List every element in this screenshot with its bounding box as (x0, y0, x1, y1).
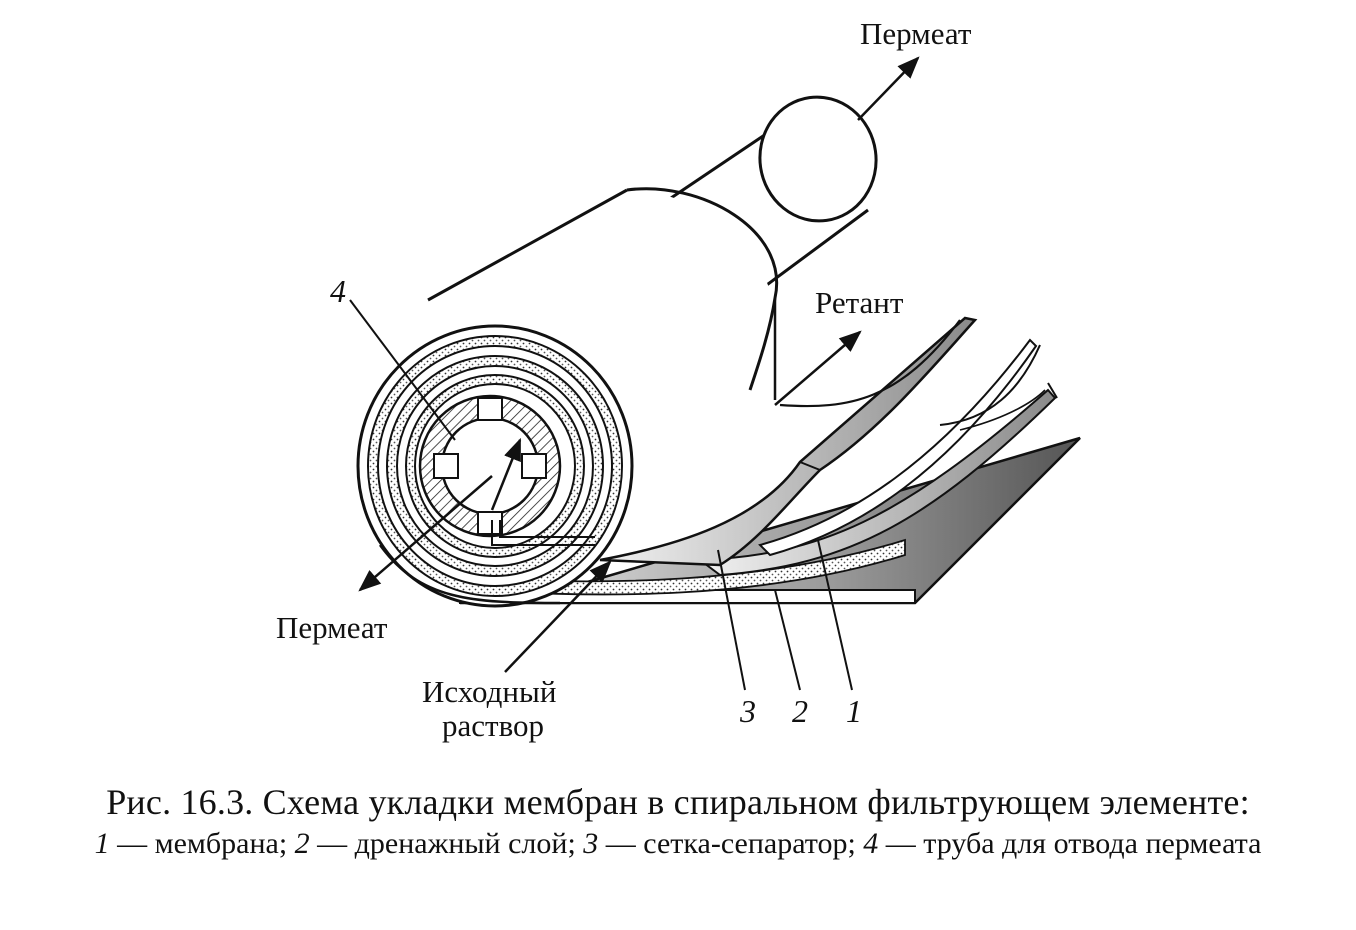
label-feed-line1: Исходный (422, 674, 556, 709)
caption-legend-text: — труба для отвода пермеата (878, 827, 1262, 860)
caption-legend-text: — мембрана; (109, 827, 295, 860)
caption-legend-item: 1 — мембрана; (95, 827, 295, 860)
flow-arrows (358, 56, 920, 673)
label-feed-line2: раствор (442, 708, 544, 743)
caption-legend-number: 1 (94, 827, 110, 860)
figure-caption: Рис. 16.3. Схема укладки мембран в спира… (0, 780, 1356, 864)
label-permeate-top: Пермеат (860, 16, 972, 51)
roll-cross-section (356, 324, 634, 608)
caption-legend-item: 2 — дренажный слой; (295, 827, 584, 860)
caption-legend-number: 4 (863, 827, 879, 860)
caption-legend-item: 3 — сетка-сепаратор; (583, 827, 863, 860)
permeate-tube (418, 394, 562, 538)
caption-legend-text: — сетка-сепаратор; (598, 827, 864, 860)
retentate-arrow (774, 330, 862, 406)
caption-legend-number: 3 (583, 827, 599, 860)
feed-arrow (504, 560, 612, 673)
label-number-4: 4 (330, 273, 346, 309)
caption-title: Рис. 16.3. Схема укладки мембран в спира… (106, 782, 1250, 822)
permeate-bottom-arrow (358, 475, 493, 592)
leader-4 (349, 299, 456, 441)
permeate-center-arrow (490, 437, 522, 511)
caption-legend: 1 — мембрана; 2 — дренажный слой; 3 — се… (0, 824, 1356, 864)
leader-lines (349, 299, 853, 691)
leader-2 (774, 589, 801, 691)
permeate-out-arrow (857, 56, 920, 121)
caption-legend-item: 4 — труба для отвода пермеата (863, 827, 1261, 860)
label-number-2: 2 (792, 693, 808, 729)
label-retentate: Ретант (815, 285, 904, 320)
label-permeate-bottom: Пермеат (276, 610, 388, 645)
central-tube-back (667, 95, 878, 292)
spiral-membrane-diagram: Пермеат Ретант Пермеат Исходный раствор … (276, 16, 1081, 743)
leader-3 (717, 549, 746, 691)
leader-1 (817, 539, 853, 691)
caption-legend-number: 2 (294, 827, 310, 860)
caption-legend-text: — дренажный слой; (309, 827, 584, 860)
label-number-3: 3 (739, 693, 756, 729)
label-number-1: 1 (846, 693, 862, 729)
